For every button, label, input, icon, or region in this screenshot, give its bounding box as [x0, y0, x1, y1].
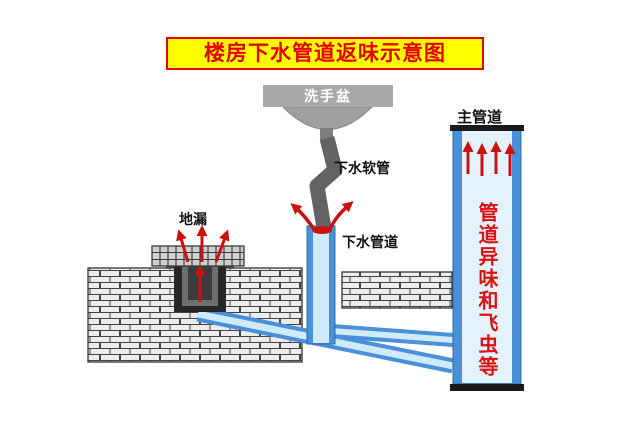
wash-basin: 洗手盆 [263, 85, 393, 107]
drain-pipe [306, 225, 336, 345]
odor-up-arrows-icon [462, 141, 516, 176]
drain-hose [309, 136, 343, 230]
odor-vertical-label: 管道异味和飞虫等 [475, 202, 497, 378]
floor-drain-trap [166, 263, 234, 312]
hose-label: 下水软管 [334, 160, 390, 176]
drain-pipe-inner [313, 227, 329, 343]
wash-bowl [281, 106, 374, 140]
page-title: 楼房下水管道返味示意图 [166, 37, 484, 70]
floor-drain-label: 地漏 [179, 211, 207, 227]
floor-slab-right [341, 271, 453, 309]
main-pipe [450, 125, 524, 391]
main-pipe-label: 主管道 [457, 109, 503, 126]
main-pipe-inner [462, 131, 512, 383]
main-pipe-cap-bottom [450, 384, 524, 391]
drain-pipe-label: 下水管道 [342, 234, 398, 250]
junction-odor-arrows-icon [290, 201, 354, 234]
wash-basin-label: 洗手盆 [304, 88, 352, 104]
grate-odor-arrows-icon [176, 225, 230, 263]
floor-drain-grate [151, 245, 245, 267]
branch-pipe-upper [317, 323, 454, 347]
main-pipe-cap-top [450, 125, 524, 131]
